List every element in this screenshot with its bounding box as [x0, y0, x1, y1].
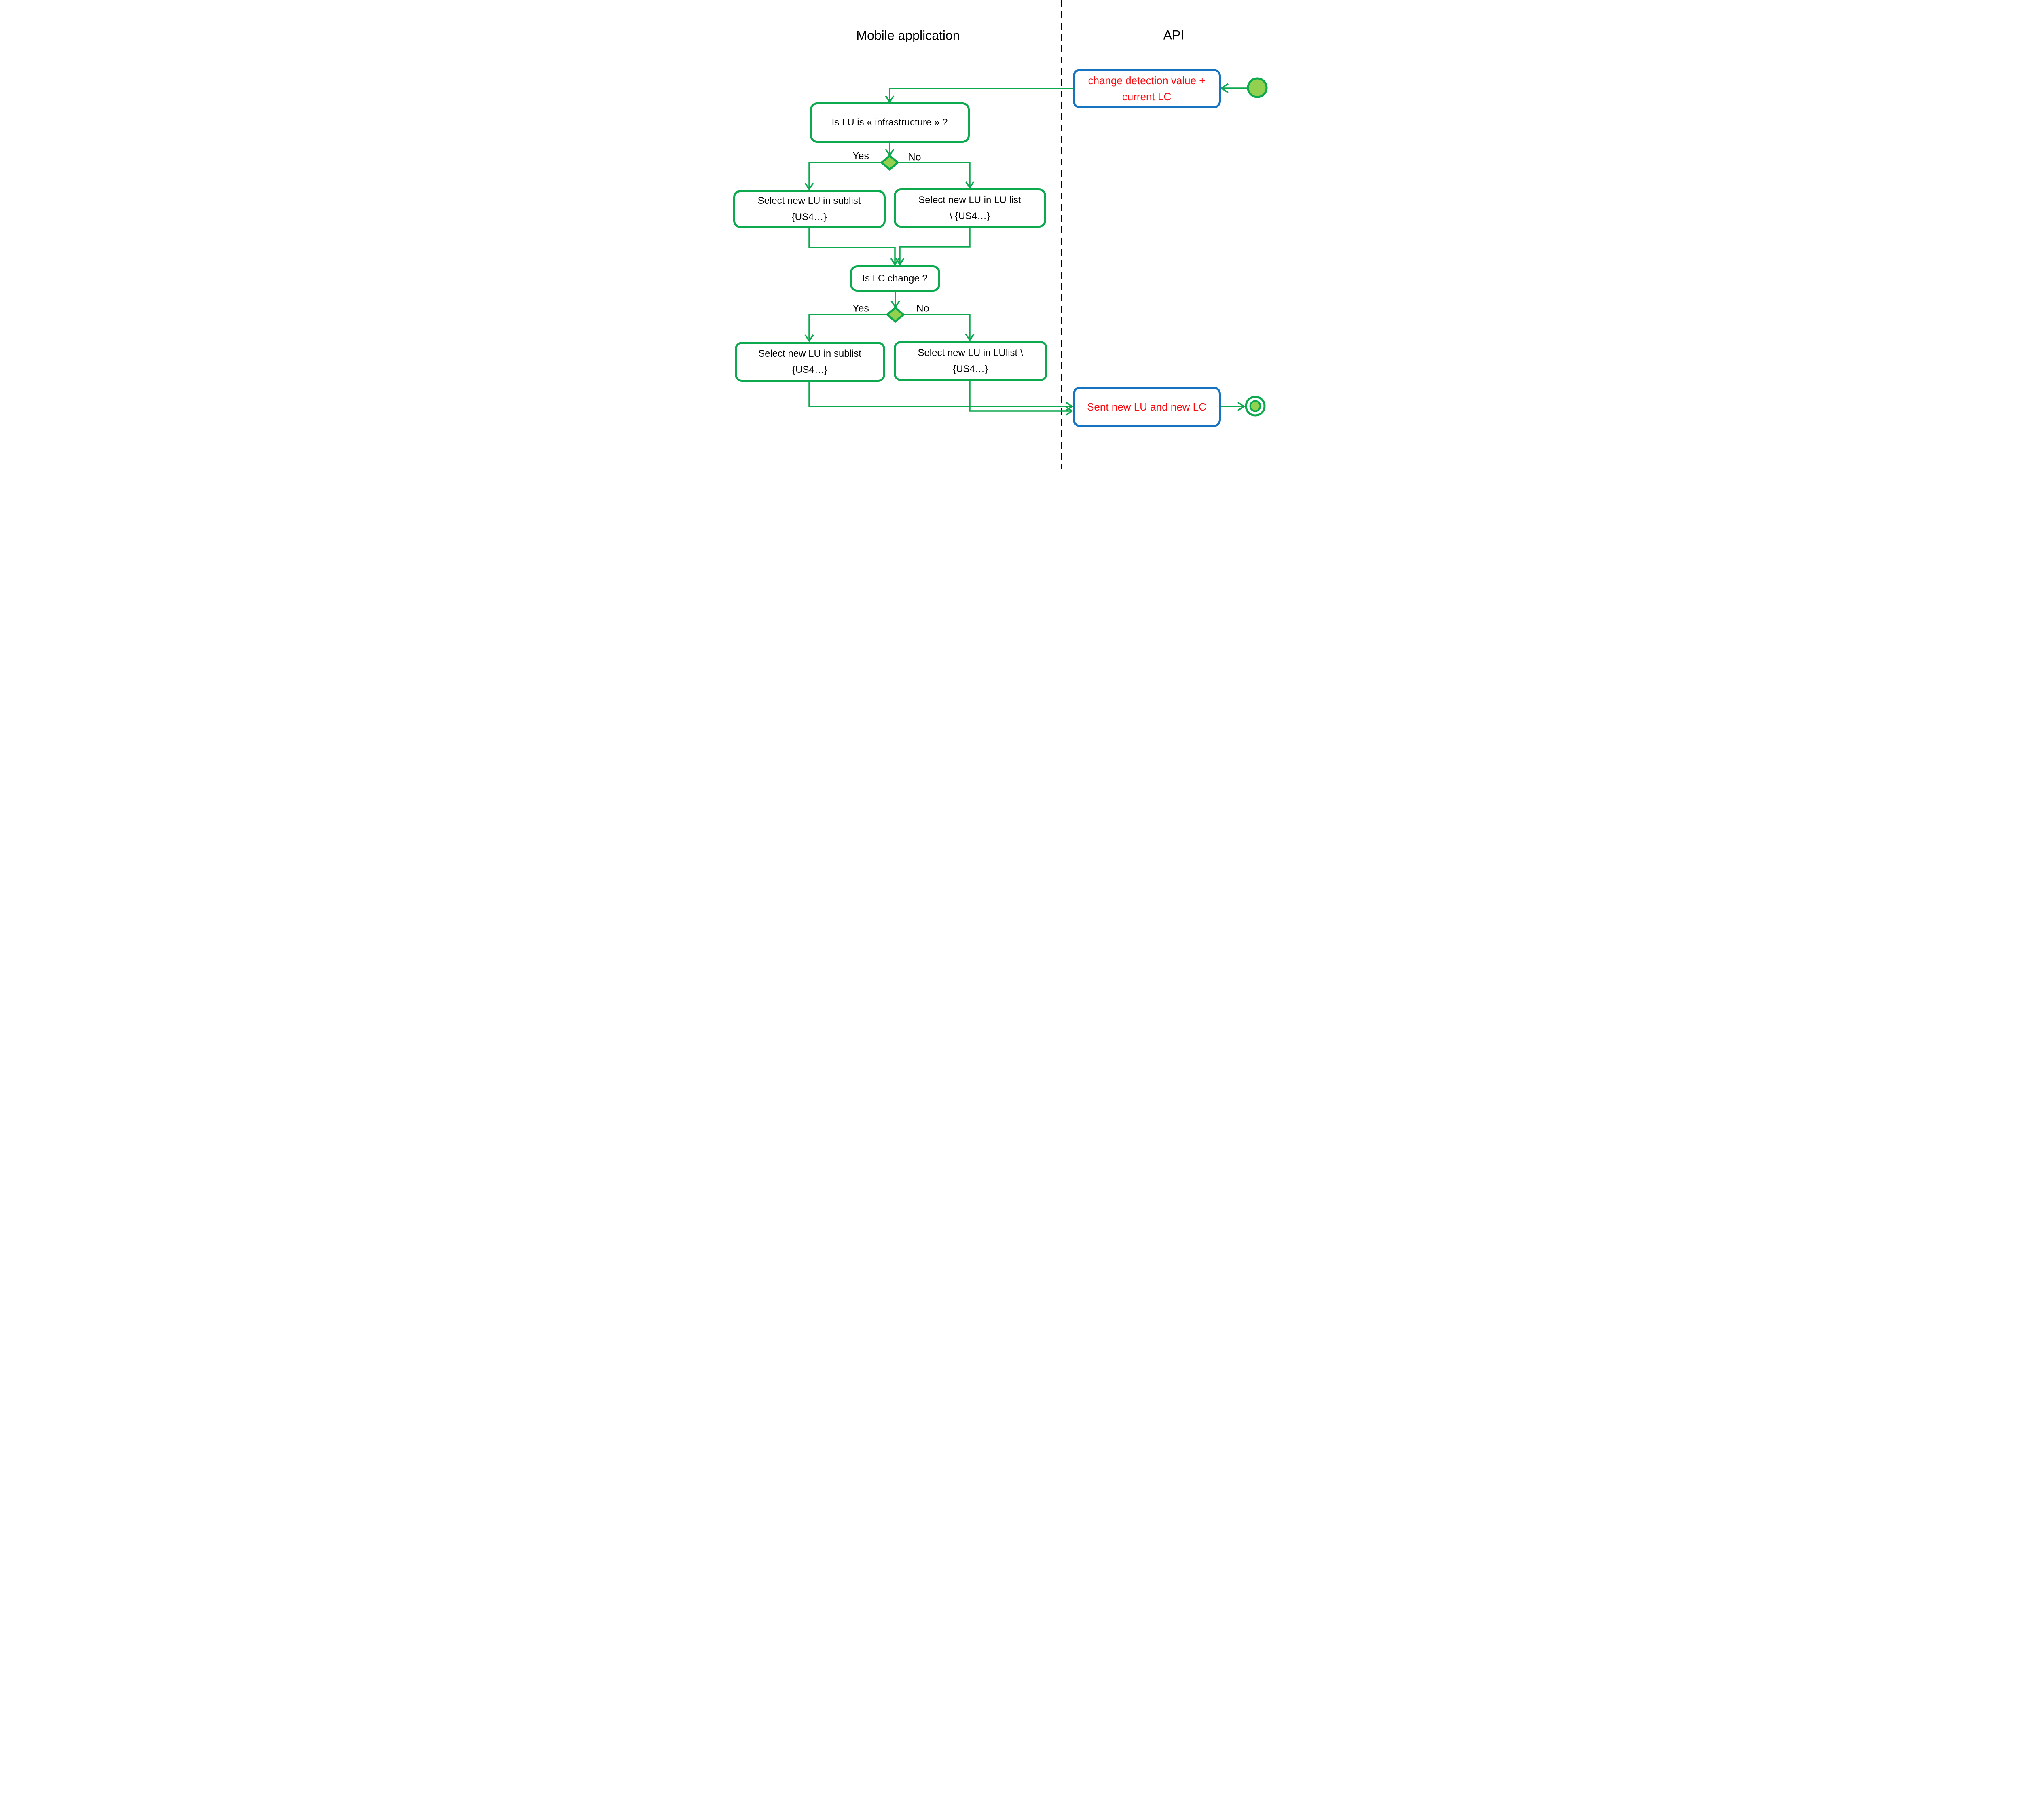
decision1-no-label: No: [908, 151, 921, 163]
arrowhead-down-icon: [965, 181, 974, 189]
connector-sublist2-to-sent: [808, 382, 1073, 411]
node-sent-new-lu-lc-label: Sent new LU and new LC: [1087, 401, 1206, 413]
arrowhead-right-icon: [1065, 402, 1073, 411]
connector-lulist2-to-sent: [969, 381, 1073, 416]
start-node-icon: [1247, 77, 1267, 98]
connector-is-lu-to-decision1: [885, 143, 894, 157]
connector-decision2-no: [903, 314, 974, 342]
node-select-sublist-bottom-line1: Select new LU in sublist: [758, 348, 861, 359]
decision1-diamond: [880, 154, 899, 171]
arrowhead-down-icon: [965, 334, 974, 342]
node-select-lu-list-top-line2: \ {US4…}: [949, 210, 990, 222]
node-is-lu-infrastructure: Is LU is « infrastructure » ?: [810, 102, 970, 143]
node-select-lu-list-top: Select new LU in LU list \ {US4…}: [893, 188, 1046, 228]
connector-decision2-yes: [804, 314, 887, 343]
node-select-sublist-bottom-line2: {US4…}: [792, 364, 827, 375]
node-select-sublist-top: Select new LU in sublist {US4…}: [733, 190, 886, 228]
arrowhead-right-icon: [1237, 402, 1245, 411]
decision2-no-label: No: [916, 303, 929, 314]
connector-lulist1-to-is-lc: [895, 227, 971, 266]
node-is-lc-change: Is LC change ?: [850, 265, 940, 292]
connector-is-lc-to-decision2: [890, 291, 900, 309]
node-select-sublist-top-line2: {US4…}: [791, 212, 827, 222]
connector-sent-to-end: [1220, 402, 1245, 411]
node-select-sublist-top-line1: Select new LU in sublist: [757, 195, 861, 206]
node-sent-new-lu-lc: Sent new LU and new LC: [1072, 387, 1221, 427]
arrowhead-down-icon: [895, 258, 904, 266]
arrowhead-left-icon: [1220, 83, 1229, 93]
end-node-icon: [1245, 396, 1265, 417]
node-select-lu-list-bottom-line1: Select new LU in LUlist \: [918, 347, 1023, 358]
connector-sublist1-to-is-lc: [808, 228, 899, 266]
node-change-detection: change detection value + current LC: [1072, 69, 1221, 108]
node-select-lu-list-bottom: Select new LU in LUlist \ {US4…}: [893, 341, 1047, 381]
connector-decision1-yes: [804, 162, 882, 191]
connector-layer: [804, 0, 1267, 469]
node-is-lu-infrastructure-label: Is LU is « infrastructure » ?: [831, 117, 948, 128]
node-select-lu-list-bottom-line2: {US4…}: [953, 363, 988, 375]
node-select-sublist-bottom: Select new LU in sublist {US4…}: [734, 342, 885, 382]
arrowhead-right-icon: [1065, 406, 1073, 416]
activity-diagram: Mobile application API change detection …: [698, 0, 1324, 469]
connector-decision1-no: [897, 162, 974, 189]
lane-title-mobile-application: Mobile application: [856, 28, 960, 43]
node-select-lu-list-top-line1: Select new LU in LU list: [918, 194, 1021, 205]
decision1-yes-label: Yes: [852, 150, 869, 162]
arrowhead-down-icon: [804, 334, 814, 343]
arrowhead-down-icon: [885, 95, 894, 104]
node-change-detection-line1: change detection value +: [1088, 74, 1206, 87]
arrowhead-down-icon: [804, 183, 814, 191]
connector-start-to-change-detection: [1220, 83, 1247, 93]
connector-change-detection-to-is-lu: [885, 88, 1073, 104]
decision2-diamond: [885, 306, 905, 323]
node-is-lc-change-label: Is LC change ?: [862, 273, 928, 284]
decision2-yes-label: Yes: [852, 303, 869, 314]
lane-title-api: API: [1163, 28, 1184, 42]
node-change-detection-line2: current LC: [1122, 91, 1172, 103]
